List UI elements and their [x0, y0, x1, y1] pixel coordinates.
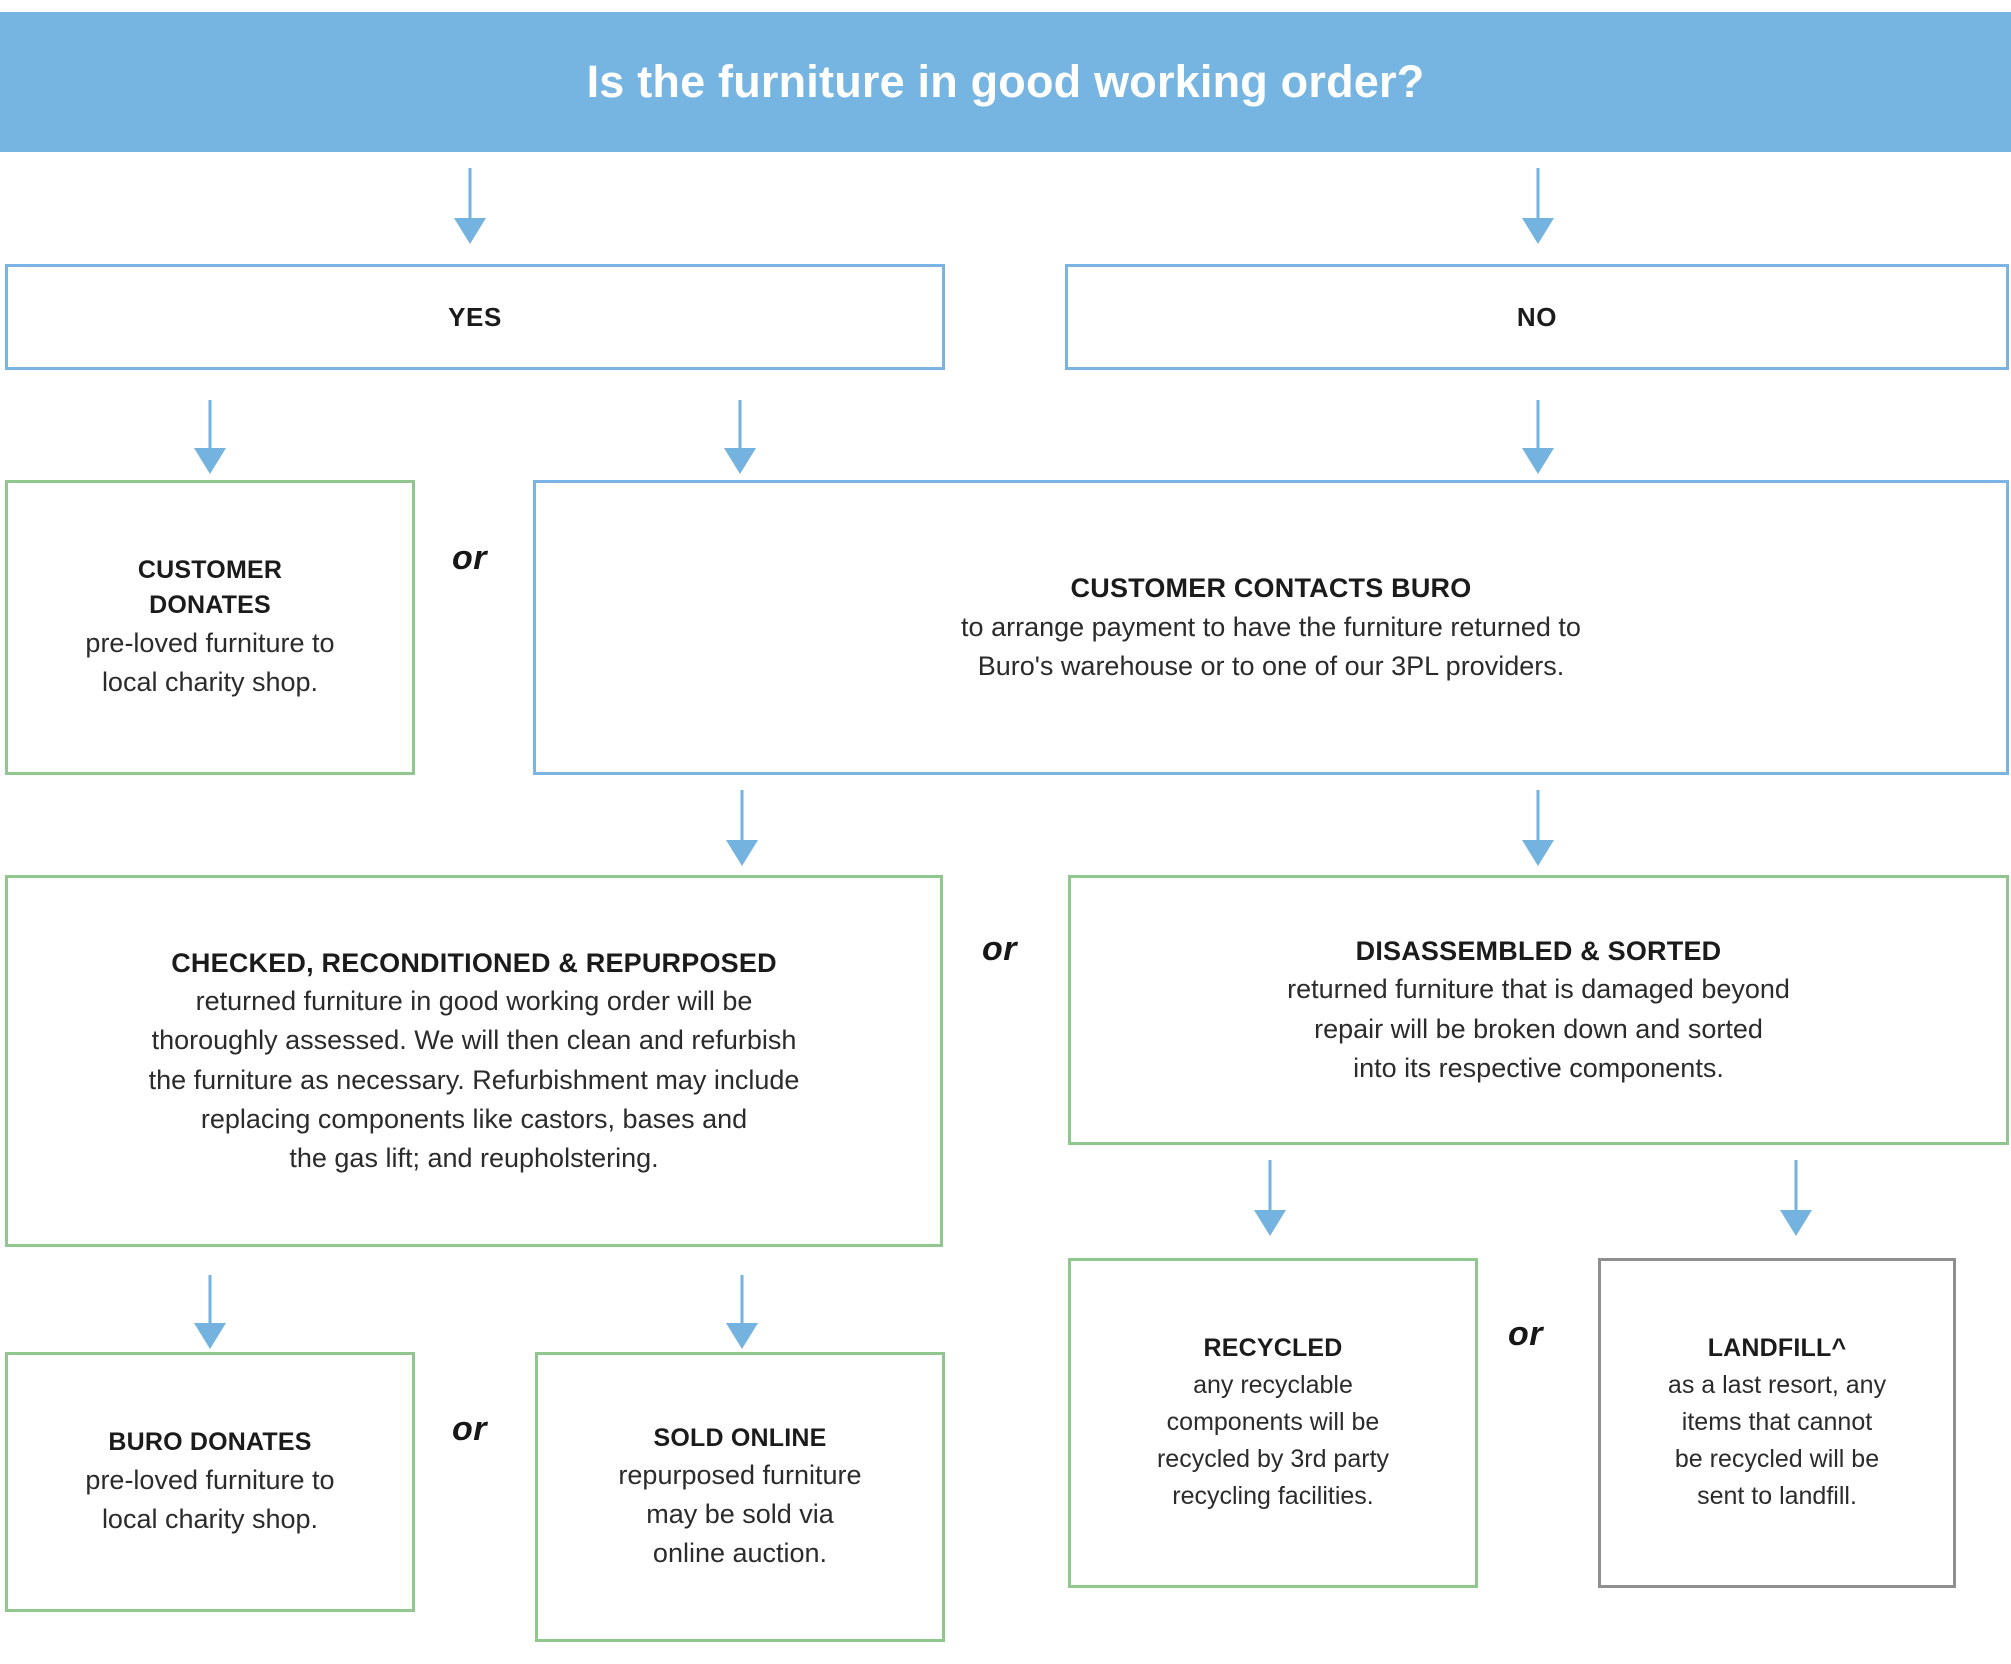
node-disassembled-sorted-body-line2: repair will be broken down and sorted	[1314, 1013, 1763, 1044]
node-checked-reconditioned-body-line5: the gas lift; and reupholstering.	[289, 1142, 659, 1173]
node-customer-contacts-buro-body-line2: Buro's warehouse or to one of our 3PL pr…	[977, 650, 1565, 681]
node-customer-donates-title-line2: DONATES	[149, 591, 271, 620]
arrow-header-to-no	[1522, 168, 1554, 244]
node-sold-online-body-line3: online auction.	[652, 1538, 828, 1569]
node-landfill-body-line4: sent to landfill.	[1697, 1481, 1857, 1510]
arrow-yes-to-customer-donates	[194, 400, 226, 474]
node-recycled-body-line1: any recyclable	[1193, 1370, 1353, 1399]
node-recycled[interactable]: RECYCLED any recyclable components will …	[1068, 1258, 1478, 1588]
node-customer-contacts-buro-body-line1: to arrange payment to have the furniture…	[961, 611, 1581, 642]
node-customer-donates[interactable]: CUSTOMER DONATES pre-loved furniture to …	[5, 480, 415, 775]
node-customer-donates-title-line1: CUSTOMER	[137, 555, 283, 584]
node-landfill-title: LANDFILL^	[1707, 1334, 1847, 1363]
node-yes-label: YES	[448, 301, 502, 332]
node-landfill-body-line1: as a last resort, any	[1667, 1370, 1887, 1399]
node-sold-online-body-line1: repurposed furniture	[618, 1460, 862, 1491]
node-customer-donates-body-line2: local charity shop.	[101, 667, 319, 697]
arrow-no-to-customer-contacts	[1522, 400, 1554, 474]
node-yes[interactable]: YES	[5, 264, 945, 370]
or-connector-outcome-right: or	[1508, 1315, 1543, 1353]
node-customer-contacts-buro[interactable]: CUSTOMER CONTACTS BURO to arrange paymen…	[533, 480, 2009, 775]
arrow-to-buro-donates	[194, 1275, 226, 1349]
arrow-to-sold-online	[726, 1275, 758, 1349]
node-sold-online[interactable]: SOLD ONLINE repurposed furniture may be …	[535, 1352, 945, 1642]
node-disassembled-sorted-title: DISASSEMBLED & SORTED	[1355, 936, 1722, 967]
node-checked-reconditioned-body-line4: replacing components like castors, bases…	[200, 1103, 748, 1134]
node-sold-online-body-line2: may be sold via	[646, 1499, 834, 1530]
node-recycled-body-line2: components will be	[1166, 1407, 1380, 1436]
arrow-header-to-yes	[454, 168, 486, 244]
node-buro-donates[interactable]: BURO DONATES pre-loved furniture to loca…	[5, 1352, 415, 1612]
node-checked-reconditioned-title: CHECKED, RECONDITIONED & REPURPOSED	[171, 947, 777, 978]
node-customer-donates-body-line1: pre-loved furniture to	[85, 627, 335, 658]
or-connector-process-row: or	[982, 930, 1017, 968]
node-checked-reconditioned-body-line1: returned furniture in good working order…	[195, 986, 753, 1017]
node-buro-donates-body-line2: local charity shop.	[101, 1503, 319, 1534]
flowchart-header-banner: Is the furniture in good working order?	[0, 12, 2011, 152]
page-title: Is the furniture in good working order?	[586, 56, 1425, 108]
node-disassembled-sorted-body-line3: into its respective components.	[1353, 1052, 1724, 1083]
arrow-to-disassembled-sorted	[1522, 790, 1554, 866]
arrow-yes-to-customer-contacts	[724, 400, 756, 474]
node-recycled-title: RECYCLED	[1203, 1334, 1343, 1363]
node-recycled-body-line4: recycling facilities.	[1172, 1481, 1374, 1510]
node-landfill-body-line2: items that cannot	[1681, 1407, 1873, 1436]
arrow-to-recycled	[1254, 1160, 1286, 1236]
node-checked-reconditioned-body-line2: thoroughly assessed. We will then clean …	[151, 1025, 797, 1056]
node-customer-contacts-buro-title: CUSTOMER CONTACTS BURO	[1070, 573, 1472, 604]
arrow-to-landfill	[1780, 1160, 1812, 1236]
node-no[interactable]: NO	[1065, 264, 2009, 370]
node-disassembled-sorted-body-line1: returned furniture that is damaged beyon…	[1287, 974, 1790, 1005]
node-checked-reconditioned-repurposed[interactable]: CHECKED, RECONDITIONED & REPURPOSED retu…	[5, 875, 943, 1247]
node-landfill-body-line3: be recycled will be	[1674, 1444, 1880, 1473]
node-buro-donates-body-line1: pre-loved furniture to	[85, 1464, 335, 1495]
node-sold-online-title: SOLD ONLINE	[653, 1423, 827, 1452]
or-connector-yes-row: or	[452, 539, 487, 577]
node-recycled-body-line3: recycled by 3rd party	[1156, 1444, 1390, 1473]
or-connector-outcome-left: or	[452, 1410, 487, 1448]
node-disassembled-sorted[interactable]: DISASSEMBLED & SORTED returned furniture…	[1068, 875, 2009, 1145]
node-checked-reconditioned-body-line3: the furniture as necessary. Refurbishmen…	[148, 1064, 800, 1095]
arrow-to-checked-reconditioned	[726, 790, 758, 866]
node-buro-donates-title: BURO DONATES	[108, 1428, 312, 1457]
node-landfill[interactable]: LANDFILL^ as a last resort, any items th…	[1598, 1258, 1956, 1588]
node-no-label: NO	[1516, 301, 1558, 332]
